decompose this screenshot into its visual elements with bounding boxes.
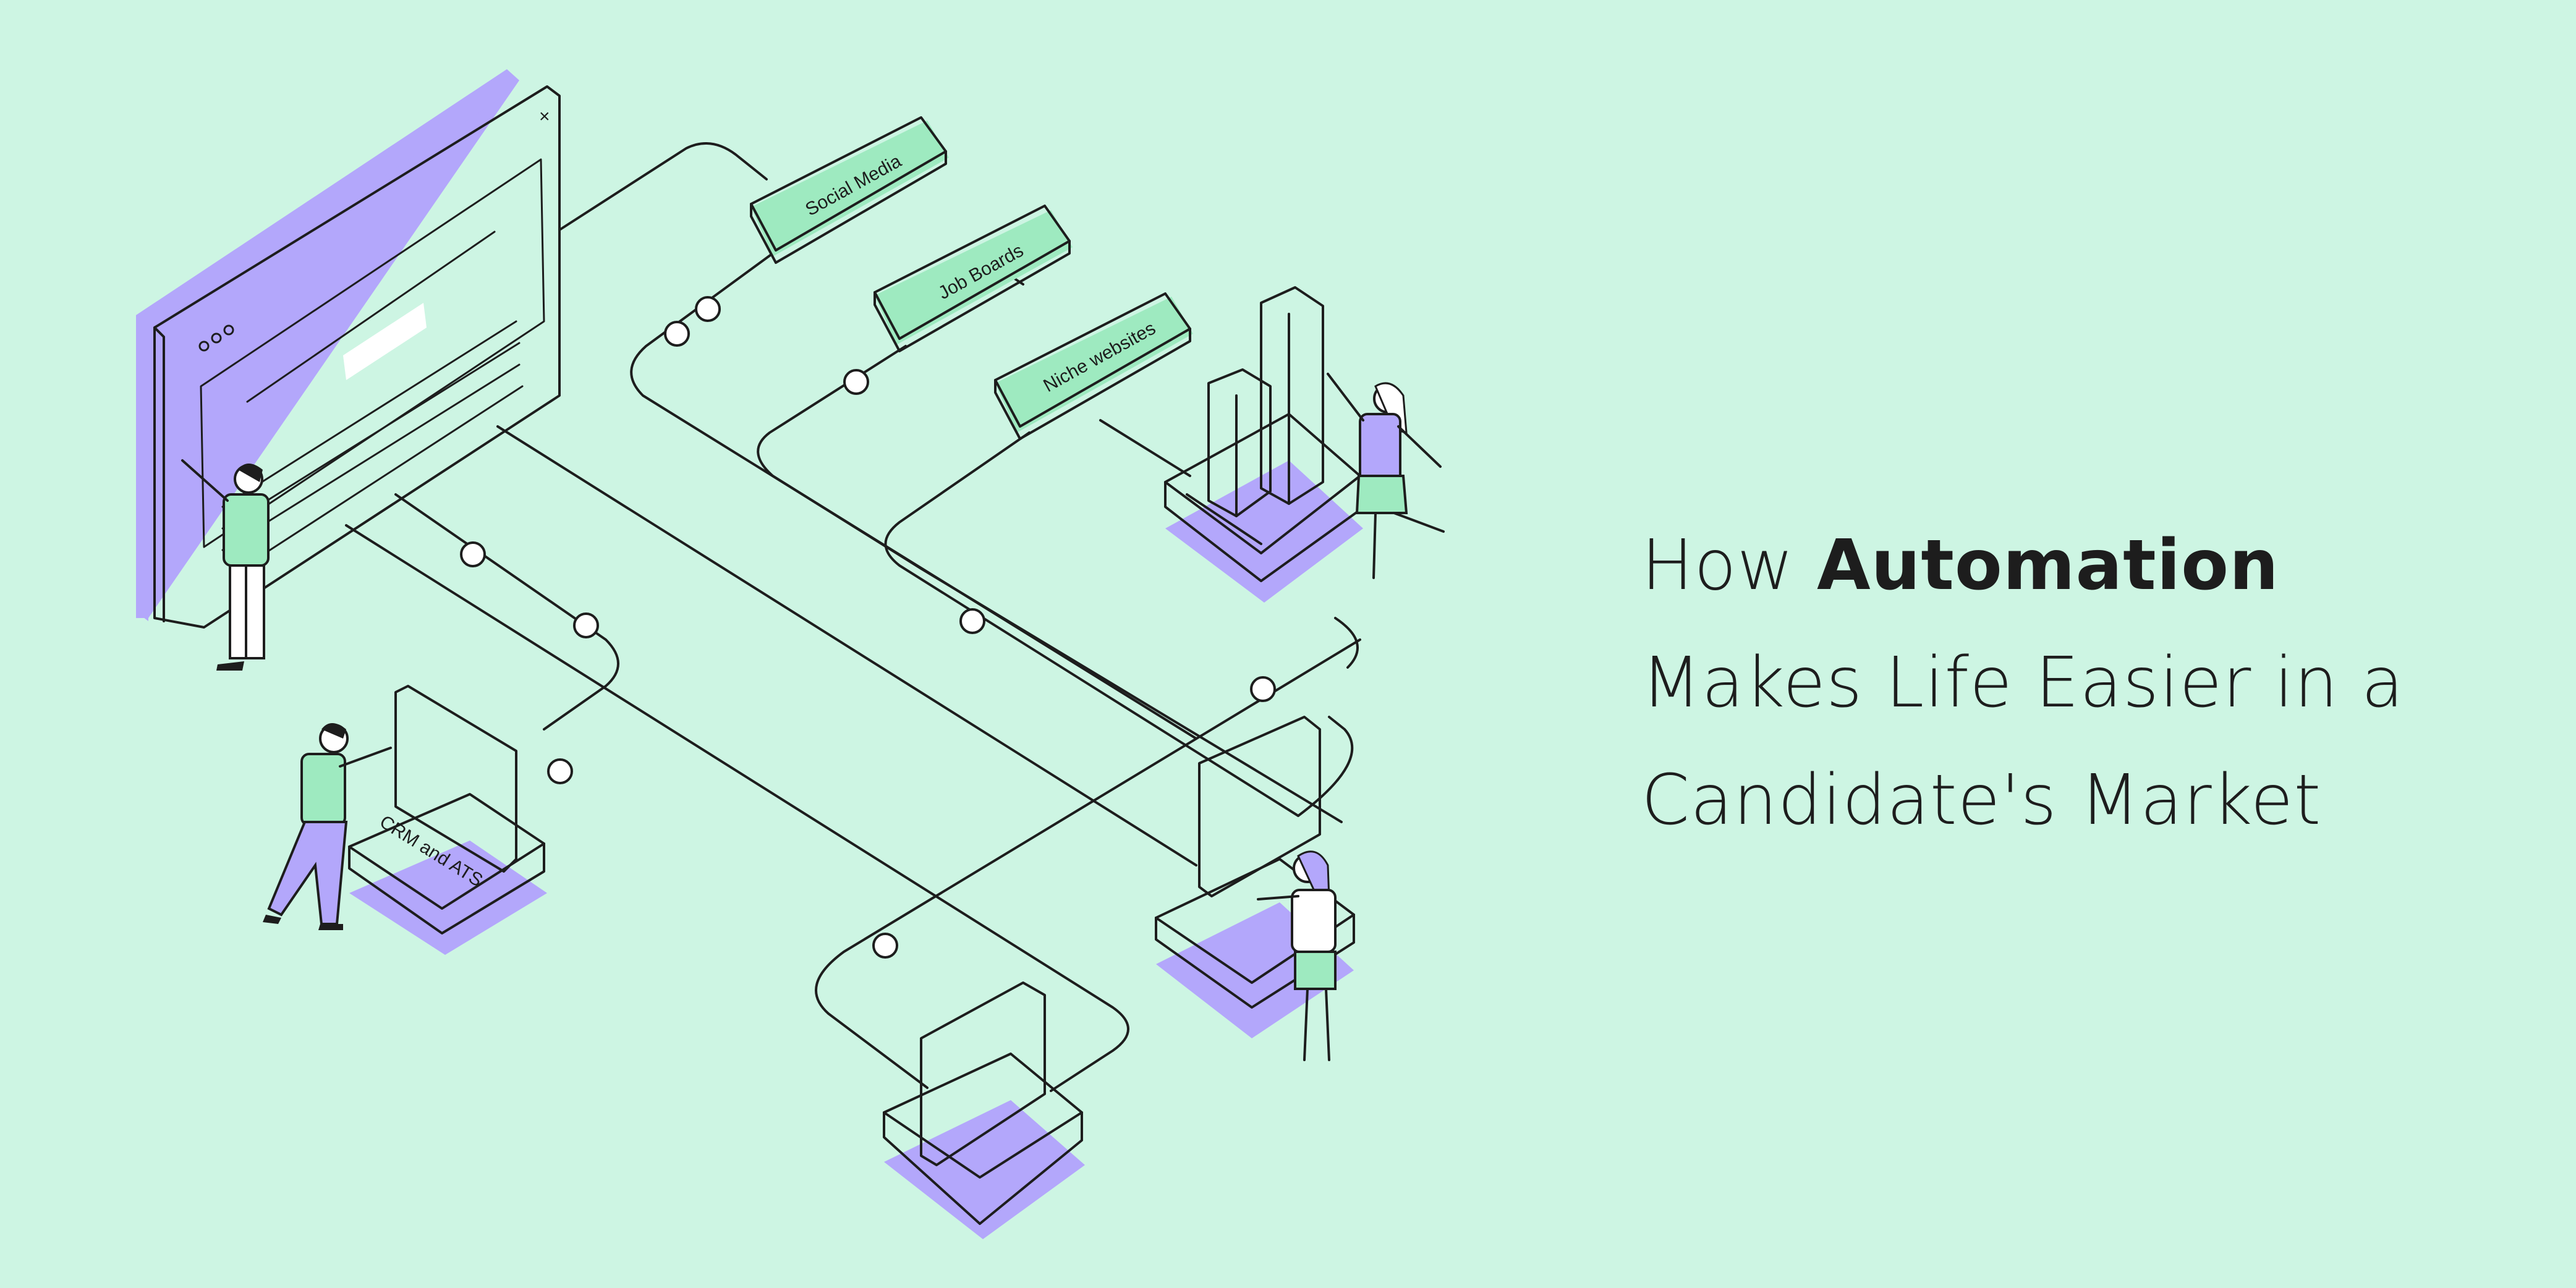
person-at-chart (1327, 373, 1445, 579)
crm-ats-block: CRM and ATS (348, 685, 547, 955)
bar-chart-block (1164, 286, 1363, 603)
headline-line-2: Makes Life Easier in a (1641, 643, 2405, 723)
person-at-browser (181, 459, 270, 671)
tile-social-media: Social Media (750, 116, 949, 264)
connector-dots (460, 296, 1276, 959)
headline-line-3: Candidate's Market (1641, 760, 2322, 841)
headline-keyword: Automation (1816, 525, 2279, 606)
monitor-block-bottom (883, 981, 1085, 1239)
headline-line-1: How Automation (1641, 507, 2507, 624)
tile-job-boards: Job Boards (874, 205, 1073, 352)
close-icon: × (539, 106, 550, 127)
window-dots-icon (198, 324, 234, 352)
tile-niche-websites: Niche websites (994, 292, 1193, 440)
person-at-crm (263, 723, 392, 930)
person-at-monitor (1257, 850, 1337, 1061)
browser-window: × (136, 69, 561, 629)
headline: How Automation Makes Life Easier in a Ca… (1641, 507, 2507, 859)
headline-prefix: How (1641, 525, 1817, 606)
